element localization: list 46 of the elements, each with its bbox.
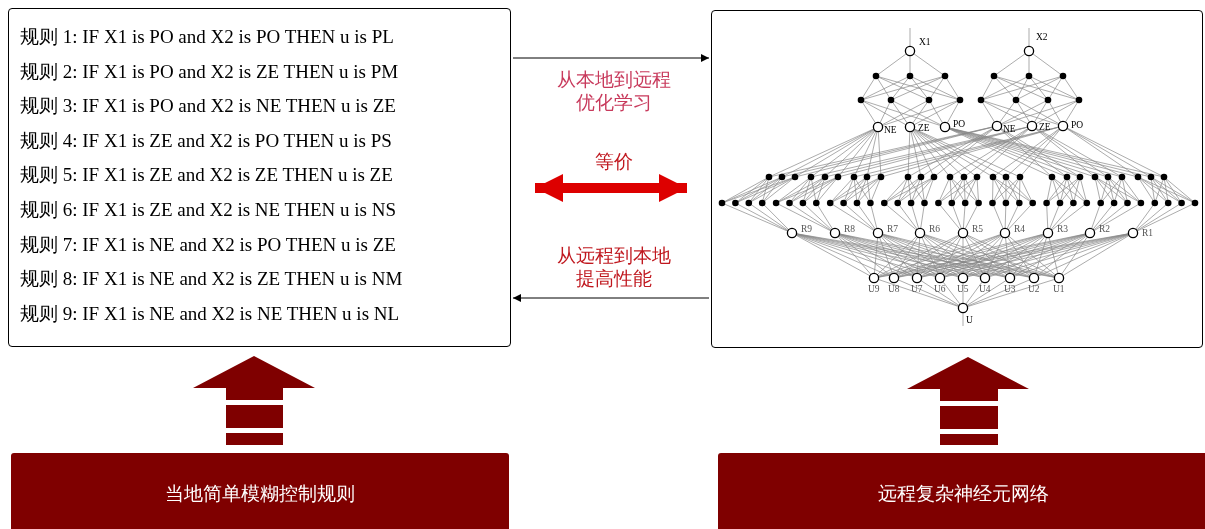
banner-title: 当地简单模糊控制规则 bbox=[164, 481, 356, 506]
title-banner bbox=[11, 453, 509, 529]
neuron-label: R8 bbox=[844, 224, 856, 234]
rule-text: 规则 8: IF X1 is NE and X2 is ZE THEN u is NM bbox=[20, 267, 403, 292]
rule-text: 规则 2: IF X1 is PO and X2 is ZE THEN u is PM bbox=[20, 59, 399, 84]
neuron-label: U9 bbox=[868, 284, 880, 294]
arrow bbox=[512, 54, 710, 62]
rule-text: 规则 3: IF X1 is PO and X2 is NE THEN u is ZE bbox=[20, 94, 396, 119]
neuron-label: NE bbox=[884, 125, 897, 135]
neuron-label: ZE bbox=[1039, 122, 1051, 132]
neuron-label: U8 bbox=[888, 284, 900, 294]
neuron-label: U3 bbox=[1004, 284, 1016, 294]
neuron-label: R2 bbox=[1099, 224, 1111, 234]
rule-text: 规则 1: IF X1 is PO and X2 is PO THEN u is PL bbox=[20, 25, 394, 49]
rule-text: 规则 6: IF X1 is ZE and X2 is NE THEN u is NS bbox=[20, 198, 396, 222]
block-arrow bbox=[193, 356, 315, 445]
rule-text: 规则 7: IF X1 is NE and X2 is PO THEN u is ZE bbox=[20, 232, 396, 257]
neuron-label: R9 bbox=[801, 224, 813, 234]
neuron-label: U7 bbox=[911, 284, 923, 294]
neuron-label: NE bbox=[1003, 124, 1016, 134]
neuron-label: U5 bbox=[957, 284, 969, 294]
neuron-label: U4 bbox=[979, 284, 991, 294]
rule-text: 规则 4: IF X1 is ZE and X2 is PO THEN u is PS bbox=[20, 128, 392, 153]
neuron-label: PO bbox=[1071, 120, 1084, 130]
arrow bbox=[512, 294, 710, 302]
rule-text: 规则 9: IF X1 is NE and X2 is NE THEN u is NL bbox=[20, 301, 400, 326]
neuron-label: PO bbox=[953, 119, 966, 129]
neuron-label: U1 bbox=[1053, 284, 1065, 294]
neuron-label: ZE bbox=[918, 123, 930, 133]
neuron-label: R4 bbox=[1014, 224, 1026, 234]
block-arrow bbox=[907, 357, 1029, 445]
neuron-label: R1 bbox=[1142, 228, 1154, 238]
neuron-label: R7 bbox=[887, 224, 899, 234]
neuron-label: U bbox=[966, 315, 973, 325]
neuron-label: X1 bbox=[919, 37, 931, 47]
neuron-label: X2 bbox=[1036, 32, 1048, 42]
double-arrow bbox=[535, 174, 687, 202]
neuron-label: R3 bbox=[1057, 224, 1069, 234]
title-banner bbox=[718, 453, 1205, 529]
rule-text: 规则 5: IF X1 is ZE and X2 is ZE THEN u is ZE bbox=[20, 163, 393, 188]
neuron-label: U2 bbox=[1028, 284, 1040, 294]
rules-panel bbox=[8, 8, 511, 347]
neuron-label: R6 bbox=[929, 224, 941, 234]
neuron-label: U6 bbox=[934, 284, 946, 294]
banner-title: 远程复杂神经元网络 bbox=[876, 481, 1050, 506]
neuron-label: R5 bbox=[972, 224, 984, 234]
